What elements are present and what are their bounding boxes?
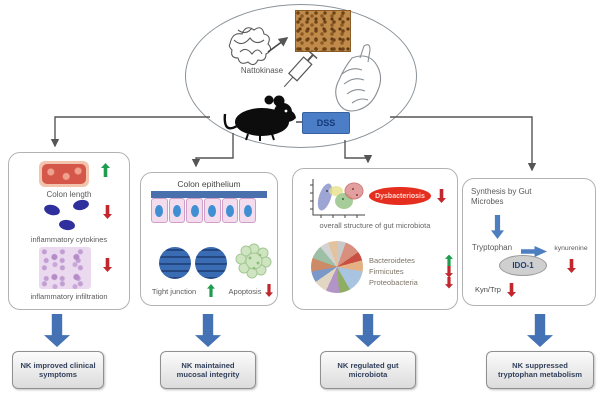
taxon-proteobacteria: Proteobacteria xyxy=(369,276,453,289)
conclusion-box-clinical: NK improved clinical symptoms xyxy=(12,351,104,389)
down-arrow-icon xyxy=(44,314,70,347)
epithelial-cell-icon xyxy=(221,198,239,223)
nucleus-icon xyxy=(155,204,164,217)
cytokine-cell-icon xyxy=(58,218,76,232)
epithelium-bar xyxy=(151,191,267,198)
colon-length-label: Colon length xyxy=(46,190,92,199)
nucleus-icon xyxy=(243,204,252,217)
nucleus-icon xyxy=(190,204,199,217)
dss-label: DSS xyxy=(316,118,336,128)
up-arrow-icon xyxy=(207,284,215,297)
epithelial-cell-icon xyxy=(168,198,186,223)
down-arrow-icon xyxy=(195,314,221,347)
nucleus-icon xyxy=(226,204,235,217)
conclusion-text: NK regulated gut microbiota xyxy=(337,361,399,379)
nucleus-icon xyxy=(173,204,182,217)
down-arrow-icon xyxy=(103,258,112,272)
epithelium-cells xyxy=(151,198,267,223)
kyn-trp-ratio-label: Kyn/Trp xyxy=(475,285,501,294)
colon-image xyxy=(39,161,89,187)
taxon-label: Bacteroidetes xyxy=(369,256,415,265)
synthesis-label: Synthesis by Gut Microbes xyxy=(471,187,532,206)
down-arrow-icon xyxy=(445,265,453,278)
taxon-bacteroidetes: Bacteroidetes xyxy=(369,254,453,267)
taxon-firmicutes: Firmicutes xyxy=(369,265,453,278)
clinical-panel: Colon length inflammatory cytokines infl… xyxy=(8,152,130,310)
taxon-label: Firmicutes xyxy=(369,267,404,276)
epithelium-panel: Colon epithelium Tight junction Apoptosi… xyxy=(140,172,278,306)
up-arrow-icon xyxy=(101,163,110,177)
down-arrow-icon xyxy=(567,259,576,273)
down-arrow-icon xyxy=(437,189,446,203)
epithelial-cell-icon xyxy=(151,198,168,223)
conclusion-text: NK improved clinical symptoms xyxy=(20,361,96,379)
tight-junction-icon xyxy=(195,247,227,279)
up-arrow-icon xyxy=(445,254,453,267)
conclusion-box-mucosal: NK maintained mucosal integrity xyxy=(160,351,256,389)
ido1-ellipse: IDO-1 xyxy=(499,255,547,276)
epithelium-title: Colon epithelium xyxy=(177,179,241,189)
cytokines-label: inflammatory cytokines xyxy=(30,235,108,244)
epithelial-cell-icon xyxy=(239,198,257,223)
taxon-label: Proteobacteria xyxy=(369,278,418,287)
down-arrow-icon xyxy=(355,314,381,347)
down-arrow-icon xyxy=(527,314,553,347)
microbiota-caption: overall structure of gut microbiota xyxy=(319,221,431,230)
colon-tissue xyxy=(42,164,86,184)
conclusion-box-tryptophan: NK suppressed tryptophan metabolism xyxy=(486,351,594,389)
conclusion-text: NK suppressed tryptophan metabolism xyxy=(498,361,582,379)
dysbacteriosis-label: Dysbacteriosis xyxy=(375,192,425,200)
cytokine-cell-icon xyxy=(72,198,90,212)
dysbacteriosis-badge: Dysbacteriosis xyxy=(369,187,431,205)
tight-junction-label: Tight junction xyxy=(151,287,197,296)
tryptophan-panel: Synthesis by Gut Microbes Tryptophan kyn… xyxy=(462,178,596,306)
epithelial-cell-icon xyxy=(204,198,221,223)
down-arrow-icon xyxy=(491,215,504,239)
down-arrow-icon xyxy=(507,283,516,297)
apoptosis-icon xyxy=(235,243,272,279)
nattokinase-label: Nattokinase xyxy=(240,66,284,75)
down-arrow-icon xyxy=(445,276,453,289)
pca-plot xyxy=(310,179,365,218)
tight-junction-icon xyxy=(159,247,191,279)
tryptophan-label: Tryptophan xyxy=(471,243,513,252)
nucleus-icon xyxy=(208,204,217,217)
conclusion-text: NK maintained mucosal integrity xyxy=(176,361,240,379)
natto-icon xyxy=(295,10,351,52)
infiltration-label: inflammatory infiltration xyxy=(30,292,108,301)
ido1-label: IDO-1 xyxy=(512,261,534,270)
apoptosis-label: Apoptosis xyxy=(228,287,262,296)
kynurenine-label: kynurenine xyxy=(554,245,588,252)
epithelial-cell-icon xyxy=(186,198,204,223)
microbiota-panel: Dysbacteriosis overall structure of gut … xyxy=(292,168,458,310)
histology-image xyxy=(39,247,91,289)
dss-box: DSS xyxy=(302,112,350,134)
right-arrow-icon xyxy=(521,246,547,257)
conclusion-box-microbiota: NK regulated gut microbiota xyxy=(320,351,416,389)
down-arrow-icon xyxy=(265,284,273,297)
pie-chart xyxy=(311,241,363,293)
cytokine-cell-icon xyxy=(42,203,62,217)
down-arrow-icon xyxy=(103,205,112,219)
